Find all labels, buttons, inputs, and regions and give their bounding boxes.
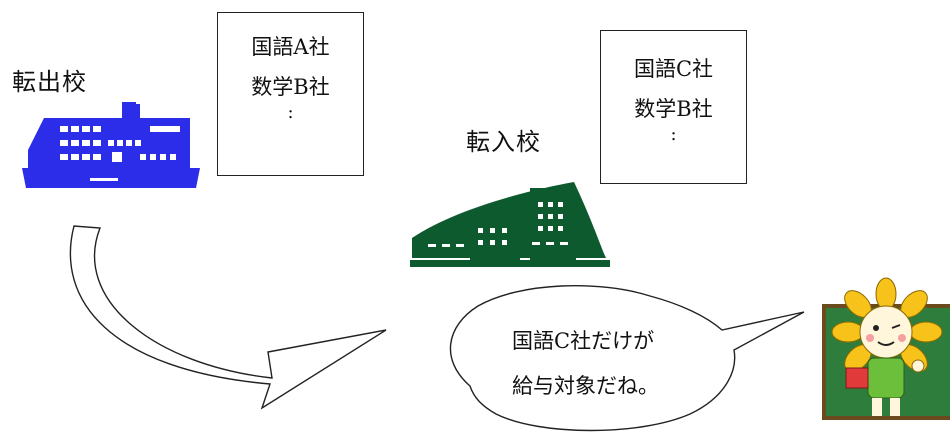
transfer-arrow-icon (69, 225, 387, 410)
destination-school-building-icon (410, 182, 610, 267)
source-school-label: 転出校 (12, 68, 87, 96)
destination-subject-2: 数学B社 (634, 97, 713, 121)
speech-bubble-line-1: 国語C社だけが (512, 329, 655, 353)
destination-continuation: : (670, 124, 677, 145)
source-subject-1: 国語A社 (251, 35, 330, 59)
source-subject-2: 数学B社 (251, 75, 330, 99)
source-school-building-icon (22, 102, 200, 188)
source-continuation: : (287, 102, 294, 123)
destination-school-label: 転入校 (466, 128, 541, 156)
sunflower-mascot-icon (822, 277, 950, 420)
speech-bubble-shape (449, 284, 805, 432)
destination-subject-1: 国語C社 (633, 57, 714, 81)
speech-bubble-line-2: 給与対象だね。 (512, 374, 659, 398)
source-textbook-box: 国語A社 数学B社 : (217, 12, 364, 176)
destination-textbook-box: 国語C社 数学B社 : (600, 30, 747, 184)
